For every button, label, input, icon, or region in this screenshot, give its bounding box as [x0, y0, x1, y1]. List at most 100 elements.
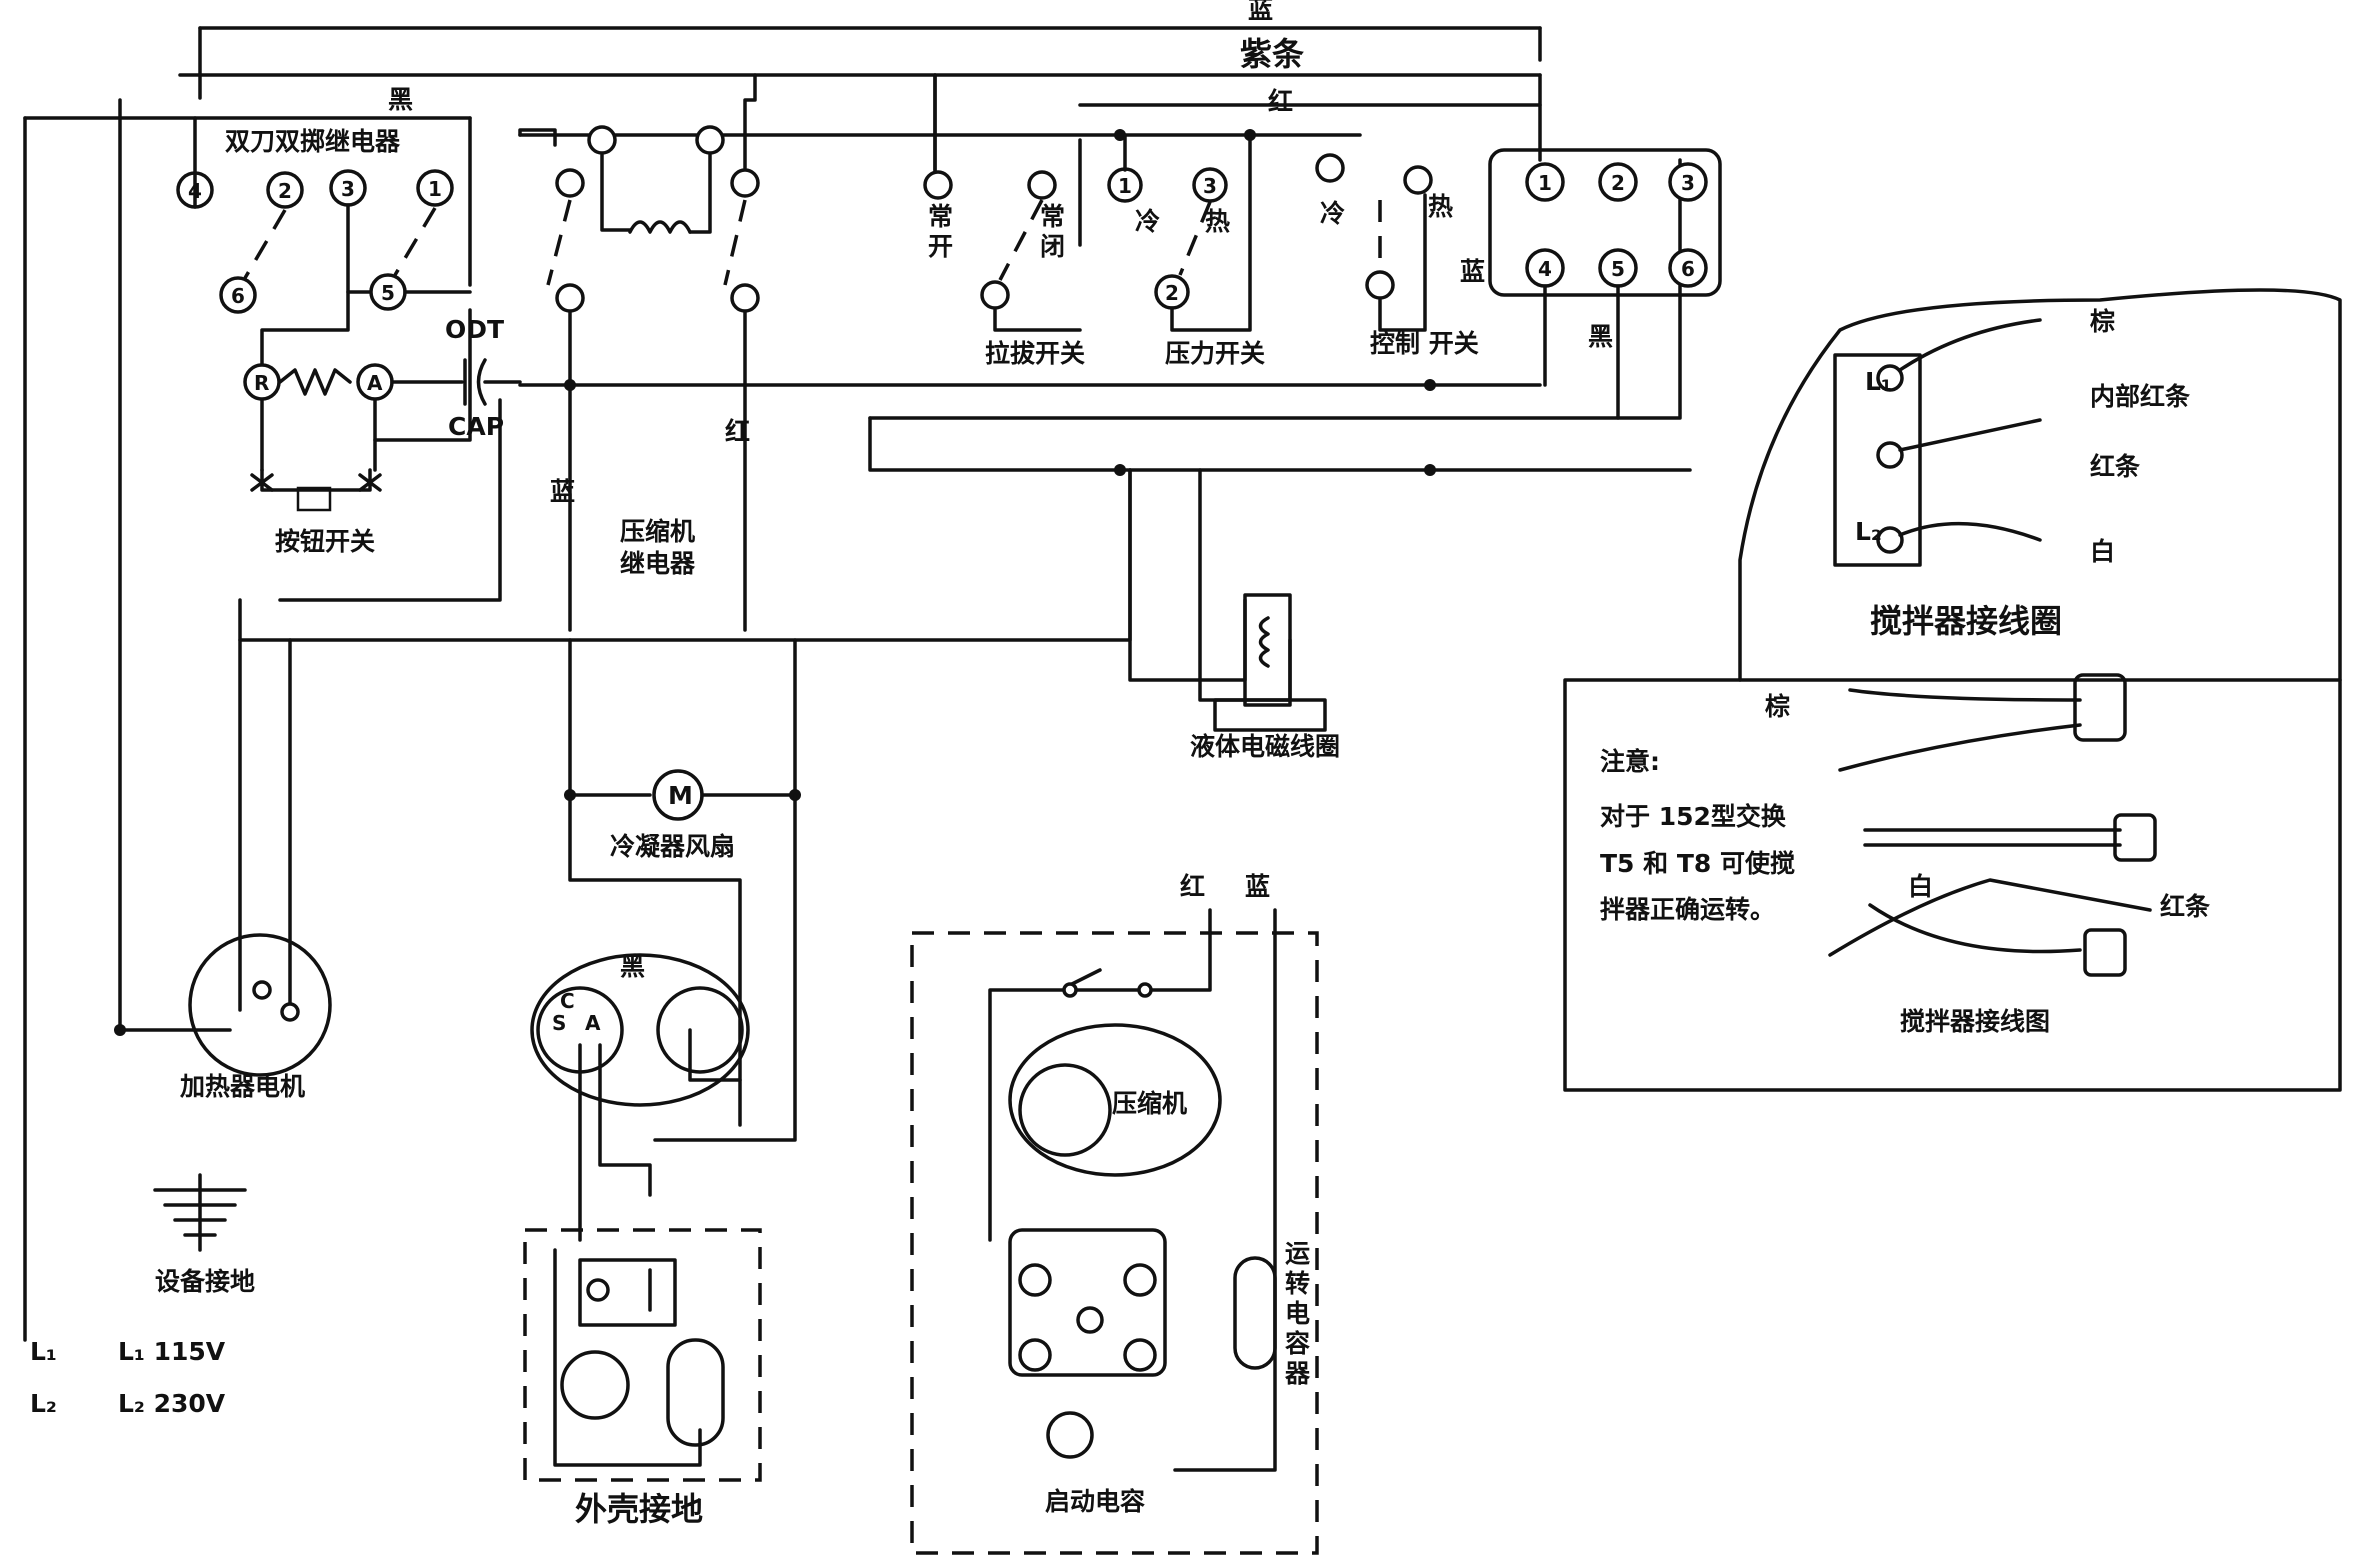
svg-text:M: M: [668, 781, 693, 810]
bus-wires: [23, 26, 1542, 1342]
normally-closed-label-1: 常: [1040, 202, 1065, 231]
svg-text:R: R: [254, 371, 269, 395]
normally-closed-label-2: 闭: [1040, 232, 1065, 261]
heater-motor-icon: [188, 933, 332, 1077]
svg-text:2: 2: [1611, 171, 1625, 195]
distribution-wires: [238, 129, 1692, 1012]
solenoid-coil-icon: [1258, 616, 1270, 668]
normally-open-label-2: 开: [928, 232, 953, 261]
odt-label: ODT: [445, 315, 504, 344]
run-capacitor-icon: [1233, 1256, 1277, 1370]
note-white-label: 白: [1908, 872, 1933, 901]
compressor-relay: 压缩机 继电器 蓝 红: [518, 73, 760, 632]
wire-blue-right-label: 蓝: [1460, 257, 1485, 286]
case-ground-box: 外壳接地: [523, 1228, 762, 1528]
supply-l2-voltage: L₂ 230V: [118, 1389, 226, 1418]
capacitor-icon: [463, 358, 487, 406]
agitator-l1-label: L₁: [1865, 367, 1892, 396]
supply-l1-voltage: L₁ 115V: [118, 1337, 226, 1366]
terminal-3: [1668, 162, 1708, 202]
svg-text:1: 1: [428, 177, 442, 201]
wire-blue-top-label: 蓝: [1248, 0, 1273, 24]
relay-coil-icon: [628, 220, 692, 234]
run-capacitor-label-4: 容: [1285, 1329, 1310, 1358]
svg-text:2: 2: [278, 179, 292, 203]
control-common-contact: [1365, 270, 1395, 300]
comp-relay-contact-6: [730, 283, 760, 313]
run-capacitor-label-5: 器: [1284, 1359, 1311, 1388]
case-ground-label: 外壳接地: [575, 1490, 703, 1528]
control-cold-label: 冷: [1320, 199, 1345, 228]
wire-red-label: 红: [1268, 87, 1293, 116]
start-capacitor-icon: [1046, 1411, 1094, 1459]
compressor-unit-black-label: 黑: [620, 952, 645, 981]
agitator-l2-label: L₂: [1855, 517, 1882, 546]
condenser-fan: M 冷凝器风扇: [564, 638, 801, 1142]
svg-text:A: A: [585, 1011, 601, 1035]
agitator-white-label: 白: [2090, 537, 2115, 566]
heater-motor: 加热器电机: [114, 933, 332, 1101]
agitator-inner-red-label: 内部红条: [2090, 382, 2191, 411]
compressor-relay-label-2: 继电器: [620, 549, 696, 578]
normally-closed-contact: [1027, 170, 1057, 200]
compressor-unit: C S A 黑: [530, 952, 750, 1242]
overload-terminal-icon: [656, 986, 744, 1074]
wire-red-mid-label: 红: [725, 417, 750, 446]
pressure-switch-label: 压力开关: [1165, 339, 1265, 368]
compressor-motor-icon: [1018, 1063, 1112, 1157]
run-capacitor-label-3: 电: [1285, 1299, 1310, 1328]
comp-relay-contact-1: [555, 168, 585, 198]
resistor-icon: [278, 368, 352, 396]
relay-terminal-2: [266, 171, 304, 209]
run-capacitor-label-1: 运: [1285, 1239, 1310, 1268]
svg-text:5: 5: [1611, 257, 1625, 281]
button-switch-contact-right-icon: [358, 473, 382, 492]
terminal-block: 1 2 3 4 5 6 蓝 黑: [1460, 148, 1722, 420]
svg-text:3: 3: [1203, 174, 1217, 198]
agitator-red-stripe-label: 红条: [2090, 452, 2141, 481]
pressure-hot-label: 热: [1205, 207, 1230, 236]
note-line-3: 拌器正确运转。: [1600, 895, 1775, 924]
svg-text:5: 5: [381, 281, 395, 305]
normally-open-contact: [923, 170, 953, 200]
svg-text:1: 1: [1538, 171, 1552, 195]
ground-icon: [153, 1173, 247, 1252]
wire-blue-mid-label: 蓝: [550, 477, 575, 506]
switch-section: 常 开 常 闭 拉拔开关 1 3 2 冷 热 压力开关 冷 热 控制 开关: [923, 73, 1479, 368]
heater-motor-label: 加热器电机: [179, 1072, 305, 1101]
svg-text:1: 1: [1118, 174, 1132, 198]
svg-text:4: 4: [1538, 257, 1552, 281]
run-capacitor-label-2: 转: [1285, 1269, 1310, 1298]
equipment-ground: 设备接地: [153, 1173, 255, 1296]
relay-terminal-6: [219, 276, 257, 314]
svg-text:2: 2: [1165, 281, 1179, 305]
agitator-coil-panel: L₁ L₂ 棕 内部红条 红条 白 搅拌器接线圈: [1738, 288, 2342, 682]
relay-terminal-1: [416, 169, 454, 207]
svg-text:6: 6: [1681, 257, 1695, 281]
wire-black-right-label: 黑: [1588, 322, 1613, 351]
note-title: 注意:: [1600, 747, 1660, 776]
cap-label: CAP: [448, 412, 504, 441]
compressor-label: 压缩机: [1112, 1089, 1187, 1118]
relay-title: 双刀双掷继电器: [225, 127, 401, 156]
button-switch-label: 按钮开关: [275, 527, 375, 556]
svg-text:6: 6: [231, 284, 245, 308]
dpdt-relay: 双刀双掷继电器 黑 4 2 3 1 6 5: [176, 85, 472, 387]
comp-relay-contact-2: [587, 125, 617, 155]
control-cold-contact: [1315, 153, 1345, 183]
control-hot-label: 热: [1428, 192, 1453, 221]
wire-black-label: 黑: [388, 85, 413, 114]
compressor-box-red-label: 红: [1180, 872, 1205, 901]
supply-labels: L₁ L₂ L₁ 115V L₂ 230V: [30, 1337, 226, 1418]
note-brown-label: 棕: [1765, 692, 1790, 721]
svg-text:A: A: [367, 371, 383, 395]
liquid-solenoid: 液体电磁线圈: [1128, 468, 1340, 761]
terminal-1: [1525, 162, 1565, 202]
note-panel: 注意: 对于 152型交换 T5 和 T8 可使搅 拌器正确运转。 棕 白 红条…: [1563, 673, 2342, 1092]
motor-start-circuit: R A ODT CAP 按钮开关: [243, 308, 522, 556]
comp-relay-contact-3: [555, 283, 585, 313]
comp-relay-contact-5: [730, 168, 760, 198]
condenser-fan-label: 冷凝器风扇: [610, 832, 735, 861]
supply-l2: L₂: [30, 1389, 57, 1418]
